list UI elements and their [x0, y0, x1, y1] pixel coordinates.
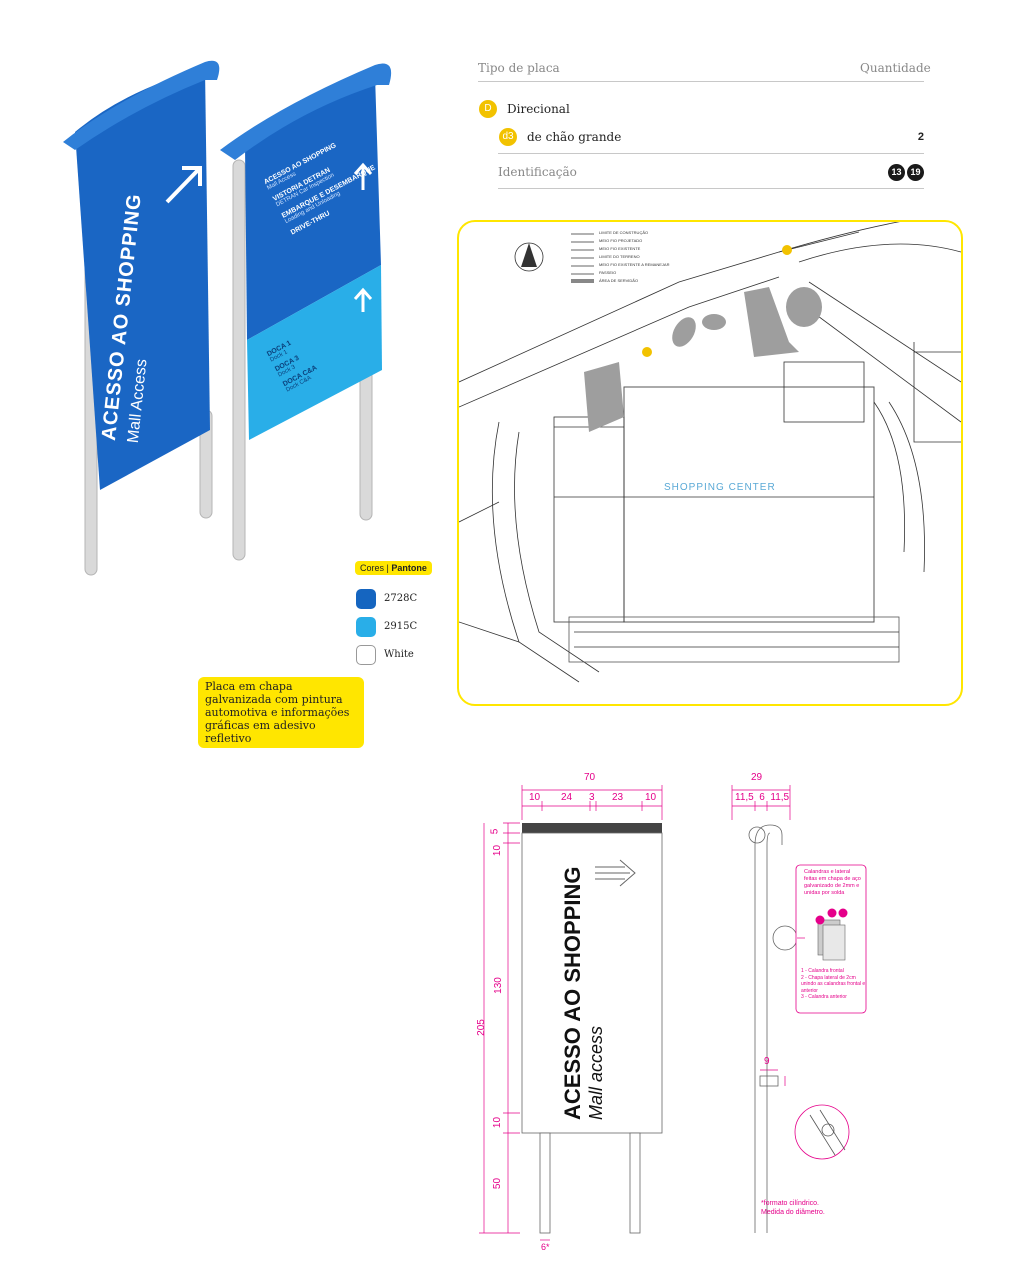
dim-height: 10 — [492, 844, 504, 857]
dim-width-part: 3 — [589, 792, 595, 803]
drawing-subtitle: Mall access — [586, 1025, 606, 1120]
map-legend: LIMITE DE CONSTRUÇÃO MEIO FIO PROJETADO … — [599, 229, 669, 285]
drawing-post — [629, 1132, 641, 1234]
arrow-icon — [165, 166, 202, 204]
arrow-icon — [595, 859, 636, 887]
up-arrow-icon — [353, 287, 373, 312]
color-swatch-2728c — [356, 589, 376, 609]
map-legend-item: LIMITE DO TERRENO — [599, 254, 640, 259]
dim-width-part: 10 — [529, 792, 541, 803]
dim-height: 130 — [492, 977, 504, 994]
map-legend-item: LIMITE DE CONSTRUÇÃO — [599, 230, 649, 235]
quantidade-label: Quantidade — [860, 61, 931, 75]
subtype-badge: d3 — [499, 128, 517, 146]
drawing-post — [539, 1132, 551, 1234]
side-view — [748, 824, 798, 1233]
identificacao-label: Identificação — [498, 165, 577, 179]
subtype-name: de chão grande — [527, 130, 622, 144]
id-badge: 19 — [907, 164, 924, 181]
left-sign-panel — [75, 68, 210, 490]
material-note: Placa em chapa galvanizada com pintura a… — [198, 677, 364, 748]
dim-width-part: 23 — [612, 792, 624, 803]
dim-height: 50 — [492, 1177, 504, 1190]
dim-height: 5 — [489, 828, 501, 835]
right-sign-post-rear — [359, 369, 373, 521]
callout-list-item: 2 - Chapa lateral de 2cm unindo as calan… — [801, 974, 866, 994]
callout-list-item: 3 - Calandra anterior — [801, 994, 847, 1000]
color-name: White — [384, 649, 414, 660]
callout-list-item: 1 - Calandra frontal — [801, 968, 844, 974]
category-badge: D — [479, 100, 497, 118]
map-legend-item: ÁREA DE SERVIDÃO — [599, 278, 639, 283]
colors-title-bold: Pantone — [391, 563, 427, 573]
dim-width-part: 10 — [645, 792, 657, 803]
dim-side-parts: 11,5 6 11,5 — [735, 792, 790, 803]
left-sign-cap — [63, 60, 220, 150]
dim-side-total: 29 — [751, 772, 763, 783]
color-swatch-2915c — [356, 617, 376, 637]
technical-drawing — [479, 785, 867, 1241]
category-name: Direcional — [507, 102, 570, 116]
map-legend-item: MEIO FIO EXISTENTE — [599, 246, 641, 251]
map-legend-item: MEIO FIO EXISTENTE A REMANEJAR — [599, 262, 670, 267]
subtype-quantity: 2 — [917, 131, 924, 143]
callout-detail — [815, 908, 848, 961]
up-arrow-icon — [353, 162, 373, 190]
site-plan-drawing — [459, 222, 961, 683]
callout-list: 1 - Calandra frontal 2 - Chapa lateral d… — [801, 968, 867, 1001]
drawing-footnote: *formato cilíndrico. Medida do diâmetro. — [761, 1200, 825, 1216]
dim-post-diameter: 6* — [541, 1242, 550, 1252]
id-badge: 13 — [888, 164, 905, 181]
dim-height: 10 — [492, 1116, 504, 1129]
colors-title-prefix: Cores — [360, 563, 385, 573]
dim-side-9: 9 — [764, 1056, 770, 1067]
color-swatch-white — [356, 645, 376, 665]
map-legend-item: MEIO FIO PROJETADO — [599, 238, 643, 243]
tipo-label: Tipo de placa — [478, 61, 560, 75]
colors-title: Cores | Pantone — [355, 561, 432, 575]
map-center-label: SHOPPING CENTER — [664, 482, 776, 493]
right-sign-panel-top — [245, 75, 381, 340]
right-sign-panel-bottom — [247, 265, 382, 440]
right-sign-post — [232, 159, 246, 561]
callout-text: Calandras e lateral feitas em chapa de a… — [804, 869, 861, 896]
drawing-title: ACESSO AO SHOPPING — [560, 866, 585, 1120]
panel-front — [521, 832, 663, 1134]
right-sign-cap — [220, 63, 392, 160]
panel-cap — [522, 823, 662, 833]
map-legend-item: PASSEIO — [599, 270, 617, 275]
color-name: 2915C — [384, 621, 418, 632]
dim-height-total: 205 — [475, 1019, 487, 1036]
color-name: 2728C — [384, 593, 418, 604]
site-map: LIMITE DE CONSTRUÇÃO MEIO FIO PROJETADO … — [457, 220, 963, 706]
dim-width-total: 70 — [584, 772, 596, 783]
sign-illustration — [63, 60, 392, 576]
dim-width-part: 24 — [561, 792, 573, 803]
